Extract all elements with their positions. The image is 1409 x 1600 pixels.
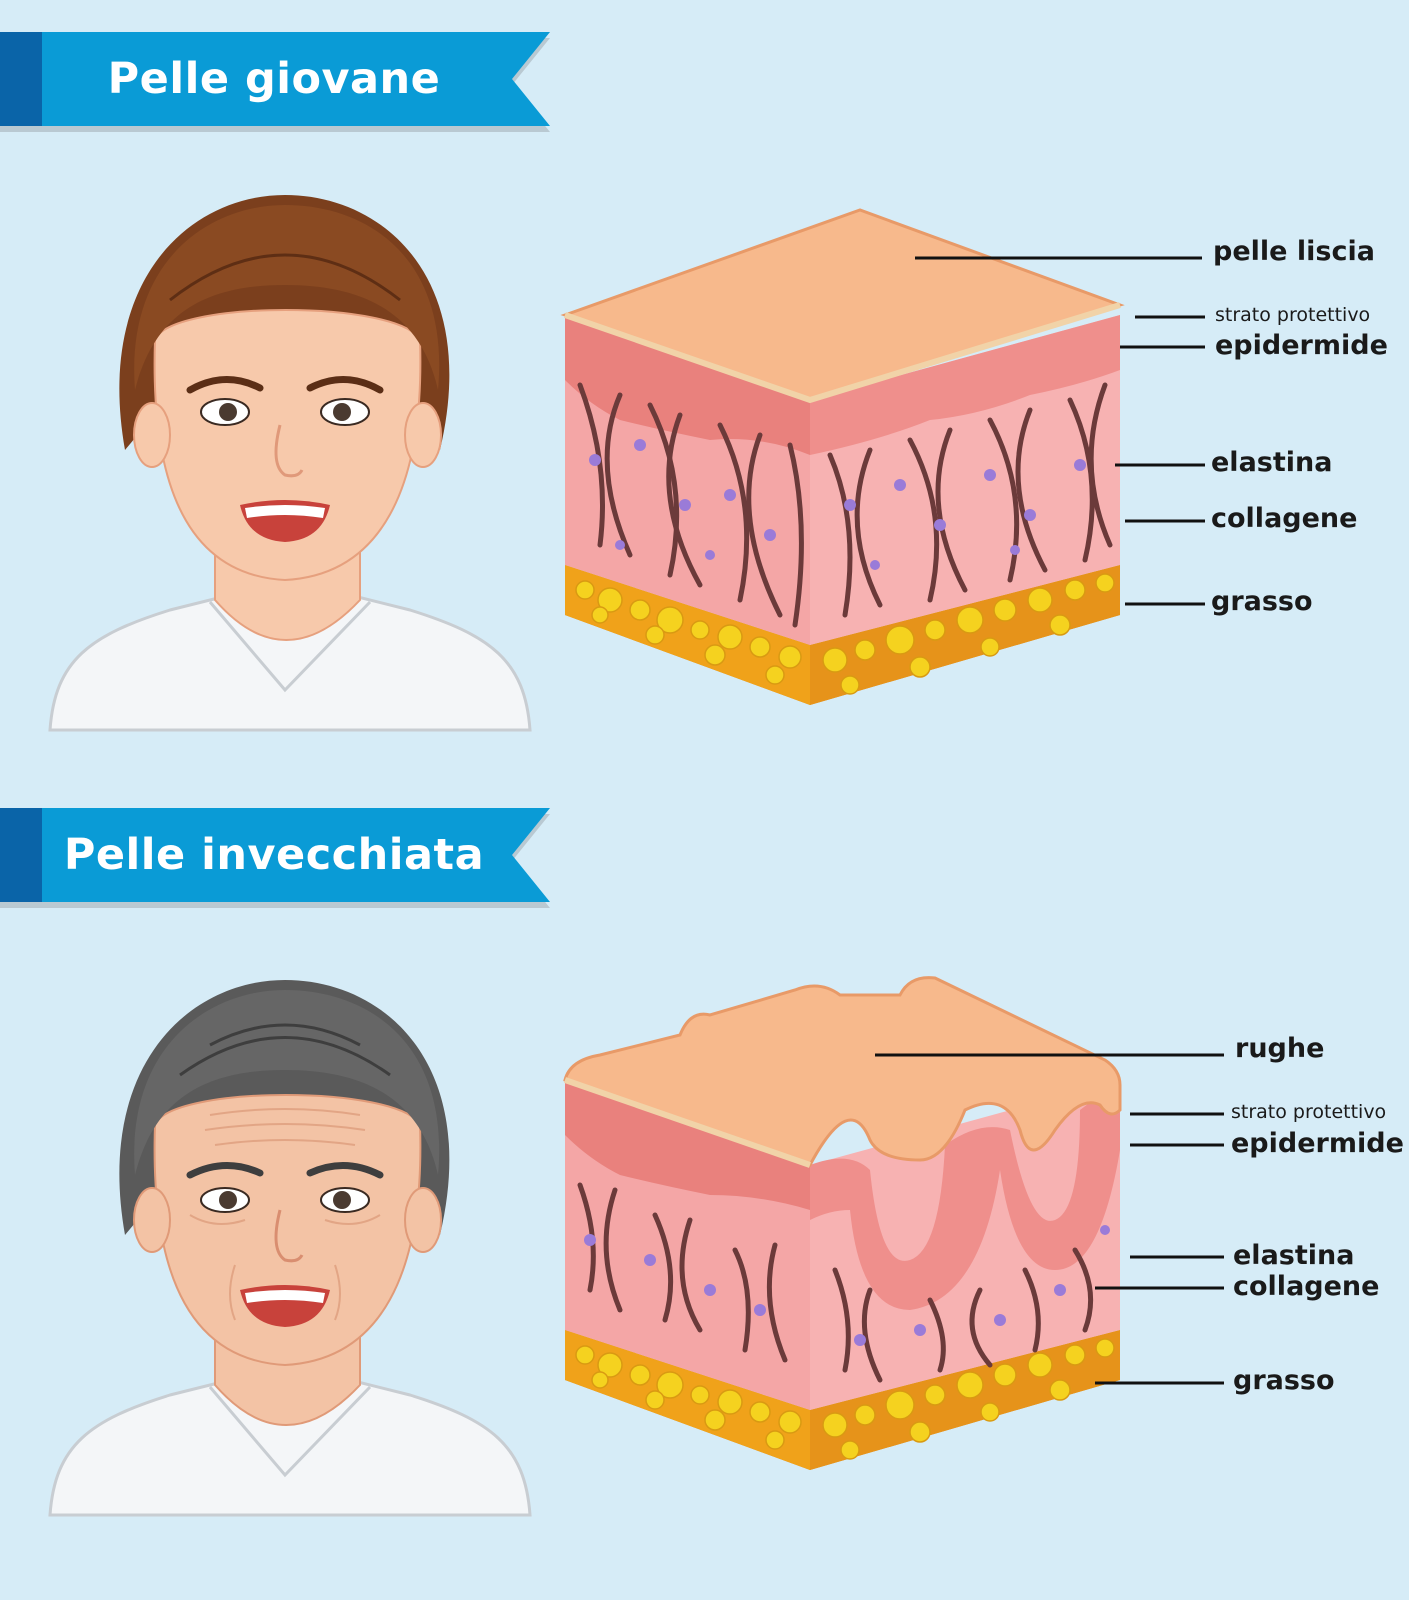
young-skin-cross-section [560,208,1125,705]
label-elastin-aged: elastina [1233,1240,1355,1271]
label-fat-aged: grasso [1233,1365,1335,1396]
label-fat-young: grasso [1211,586,1313,617]
section-young-skin: Pelle giovane [0,0,1409,790]
label-elastin-young: elastina [1211,447,1333,478]
banner-young: Pelle giovane [0,30,560,132]
young-leader-lines [915,256,1205,606]
forehead-wrinkles [204,1108,366,1146]
aged-leader-lines [875,1053,1224,1385]
collagen-fibers [577,382,1113,628]
label-epidermis-aged: epidermide [1231,1128,1404,1159]
label-smooth-skin: pelle liscia [1213,236,1375,267]
aged-skin-cross-section [563,976,1122,1470]
section-aged-skin: Pelle invecchiata [0,790,1409,1600]
label-collagen-young: collagene [1211,503,1358,534]
collagen-fibers-aged [577,1182,1094,1383]
banner-aged: Pelle invecchiata [0,806,560,908]
banner-young-shape [0,32,550,132]
fat-globules [575,573,1115,695]
elastin-dots-aged [584,1225,1110,1346]
label-protective-layer-aged: strato protettivo [1231,1101,1387,1123]
aged-woman-portrait [48,980,532,1517]
section-title-aged: Pelle invecchiata [63,830,485,880]
label-protective-layer-young: strato protettivo [1215,304,1371,326]
section-title-young: Pelle giovane [107,54,441,104]
banner-aged-shape [0,808,550,908]
elastin-dots [589,439,1086,570]
label-collagen-aged: collagene [1233,1271,1380,1302]
label-epidermis-young: epidermide [1215,330,1388,361]
label-wrinkles: rughe [1235,1033,1325,1064]
fat-globules-aged [575,1338,1115,1460]
young-woman-portrait [48,195,532,732]
